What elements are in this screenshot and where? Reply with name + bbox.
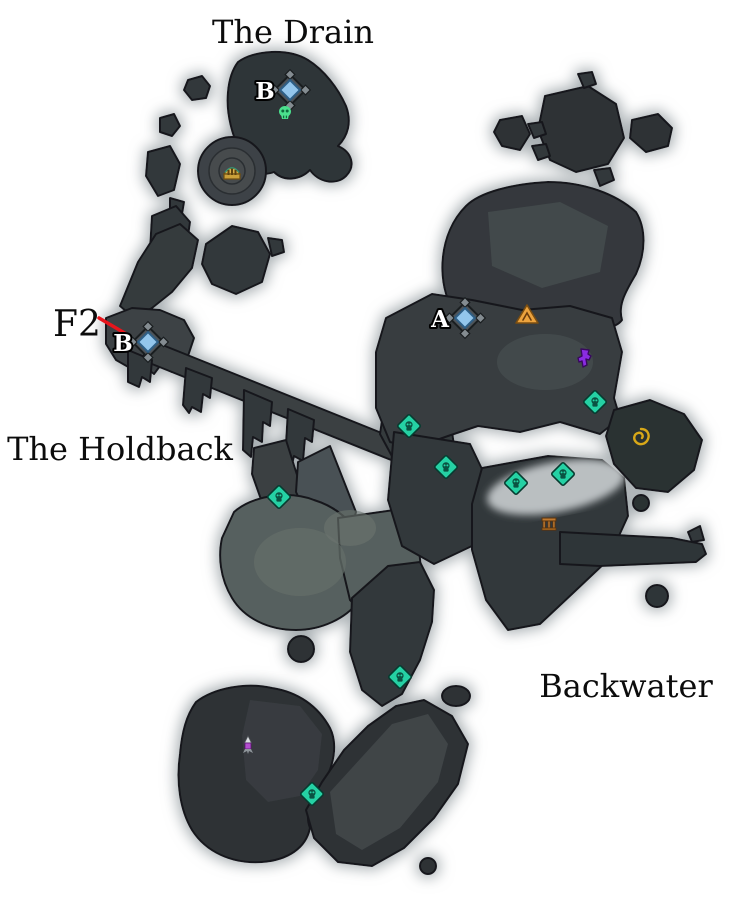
callout-label-f2: F2 bbox=[53, 304, 101, 345]
temple-icon[interactable] bbox=[541, 517, 557, 531]
region-label-the-holdback: The Holdback bbox=[7, 430, 233, 468]
terrain-layer bbox=[105, 50, 707, 875]
region-label-backwater: Backwater bbox=[539, 667, 713, 705]
region-label-the-drain: The Drain bbox=[212, 13, 374, 51]
fast-travel-letter-b: B bbox=[255, 78, 274, 105]
fast-travel-letter-a: A bbox=[430, 306, 450, 333]
callout-leader-line bbox=[97, 316, 130, 337]
fast-travel-letter-b: B bbox=[113, 330, 132, 357]
